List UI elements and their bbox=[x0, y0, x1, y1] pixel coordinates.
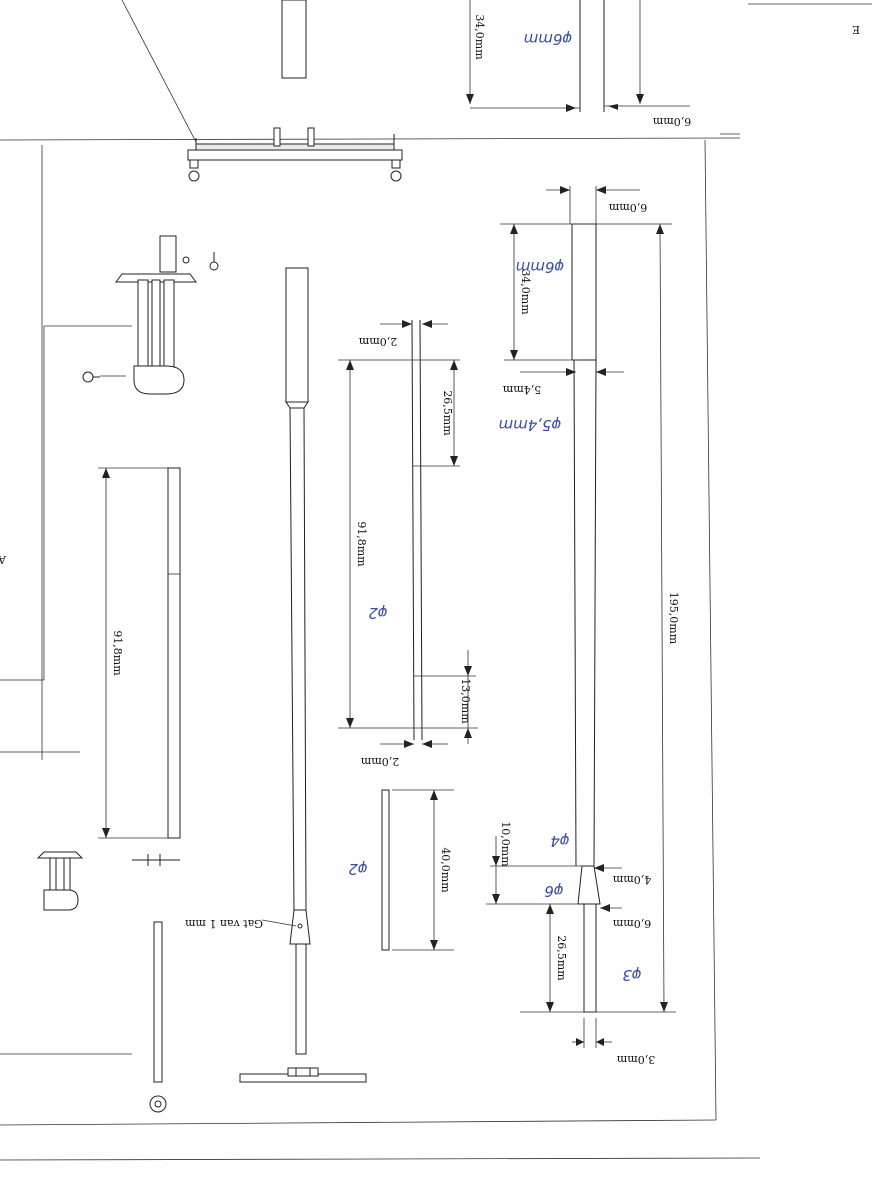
hand-phi-3: φ3 bbox=[622, 966, 641, 984]
hand-phi-4: φ4 bbox=[550, 832, 569, 850]
dim-right-4: 4,0mm bbox=[612, 873, 651, 886]
section-letter: A bbox=[0, 553, 7, 566]
dim-mid-2-bottom: 2,0mm bbox=[360, 755, 399, 768]
dim-right-6-top: 6,0mm bbox=[608, 201, 647, 214]
bracket-assembly bbox=[82, 235, 219, 395]
hand-phi-6: φ6 bbox=[544, 882, 563, 900]
hand-phi-2-small: φ2 bbox=[348, 860, 367, 878]
hand-phi-2-mid: φ2 bbox=[368, 604, 387, 622]
dim-mid-13: 13,0mm bbox=[459, 678, 472, 724]
dim-right-34: 34,0mm bbox=[519, 269, 532, 315]
dim-top-34: 34,0mm bbox=[473, 14, 486, 60]
dim-top-6: 6,0mm bbox=[652, 115, 691, 128]
mast-part bbox=[239, 267, 367, 1083]
hand-phi-5-4mm: φ5,4mm bbox=[499, 416, 562, 434]
top-rod-part bbox=[466, 0, 690, 112]
dim-mid-26-5: 26,5mm bbox=[441, 390, 454, 436]
note-hole: Gat van 1 mm bbox=[184, 917, 263, 930]
short-rod-part bbox=[381, 789, 454, 951]
tapered-mast-part bbox=[486, 186, 676, 1048]
dim-mid-91-8: 91,8mm bbox=[355, 521, 368, 567]
dim-right-6-bottom: 6,0mm bbox=[612, 917, 651, 930]
dim-right-26-5: 26,5mm bbox=[555, 935, 568, 981]
dim-right-10: 10,0mm bbox=[499, 821, 512, 867]
dim-right-3: 3,0mm bbox=[616, 1053, 655, 1066]
hand-phi-6mm-top: φ6mm bbox=[524, 30, 573, 48]
thin-rod-part bbox=[338, 319, 478, 748]
sheet-frame bbox=[0, 3, 872, 1161]
dim-right-195: 195,0mm bbox=[667, 592, 680, 645]
dim-right-5-4: 5,4mm bbox=[502, 383, 541, 396]
hand-phi-6mm-right: φ6mm bbox=[516, 258, 565, 276]
left-bar-part bbox=[98, 467, 181, 839]
small-clip-part bbox=[36, 851, 180, 911]
top-bar-part bbox=[281, 0, 307, 79]
pin-part bbox=[149, 921, 167, 1113]
sheet-label: E bbox=[852, 23, 860, 36]
dim-mid-2-top: 2,0mm bbox=[358, 335, 397, 348]
dim-mid-40: 40,0mm bbox=[439, 847, 452, 893]
dim-left-91-8: 91,8mm bbox=[111, 630, 124, 676]
tray-assembly bbox=[121, 0, 403, 182]
